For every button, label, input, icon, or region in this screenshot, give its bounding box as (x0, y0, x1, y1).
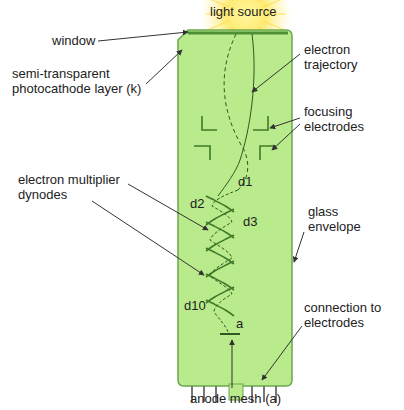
dynode-number: d10 (184, 298, 206, 313)
focusing-electrodes (194, 116, 276, 160)
light-ray (259, 0, 275, 1)
light-ray (209, 21, 229, 29)
anode-letter: a (236, 316, 243, 331)
focusing-label: focusing electrodes (304, 104, 394, 134)
dynode (206, 274, 234, 290)
dynode (206, 248, 234, 264)
anode-mesh (220, 333, 240, 335)
light-ray (218, 0, 234, 1)
light-source-label: light source (210, 4, 276, 19)
dynode (206, 235, 234, 251)
window-label: window (52, 33, 95, 48)
glass-envelope (178, 30, 292, 386)
electron-trajectory (210, 34, 254, 332)
dynode-number: d3 (243, 214, 257, 229)
photocathode-layer (188, 32, 288, 35)
dynode (206, 209, 234, 225)
anode-label: anode mesh (a) (190, 391, 281, 406)
trajectory-label: electron trajectory (304, 42, 394, 72)
dynode-number: d2 (190, 196, 204, 211)
dynodes-label: electron multiplier dynodes (18, 172, 148, 202)
dynode-chain (206, 196, 234, 316)
dynode (206, 287, 234, 303)
dynode (206, 196, 234, 212)
light-ray (263, 21, 283, 29)
dynode-number: d1 (238, 174, 252, 189)
connection-label: connection to electrodes (304, 300, 399, 330)
envelope-label: glass envelope (308, 204, 380, 234)
photocathode-label: semi-transparent photocathode layer (k) (12, 66, 152, 96)
